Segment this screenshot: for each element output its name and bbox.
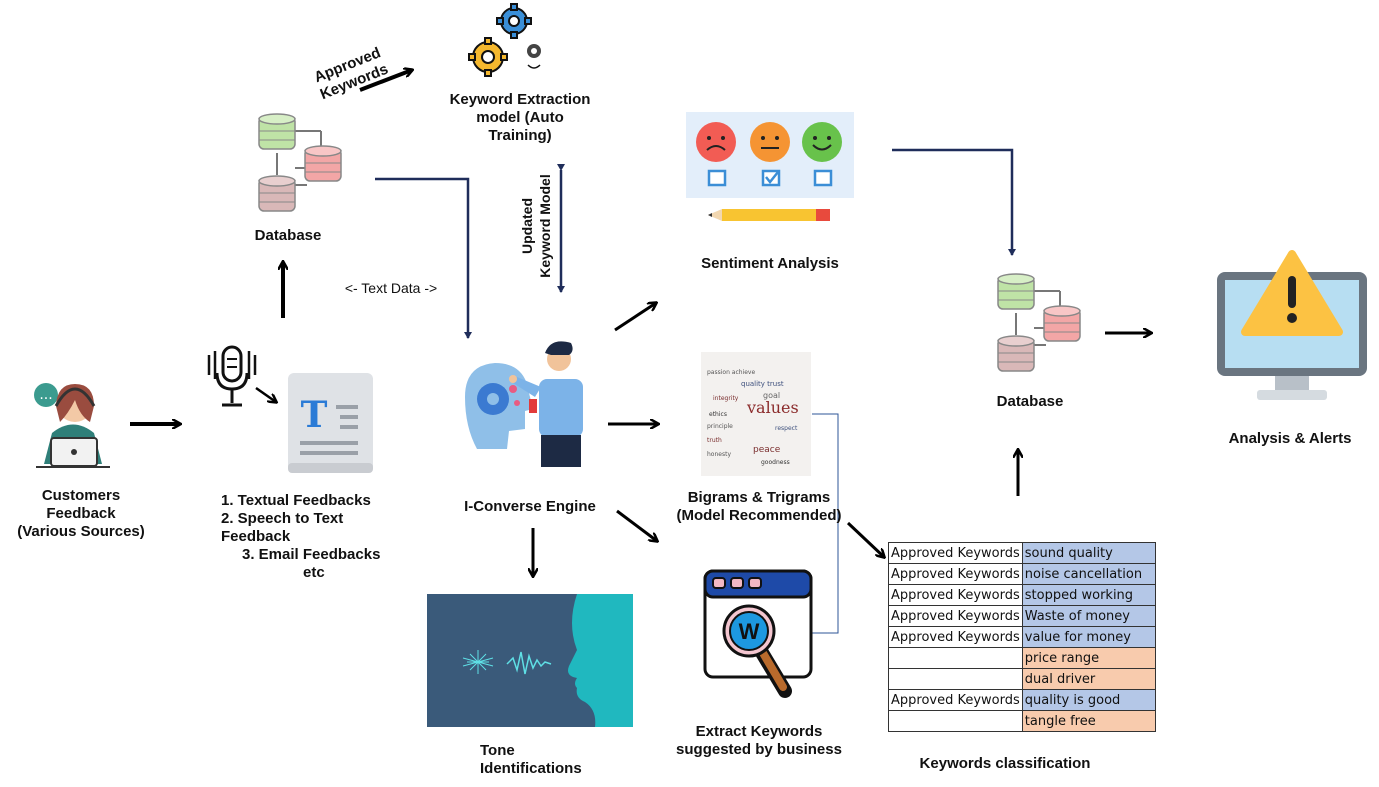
alert-monitor-icon (1217, 250, 1367, 400)
svg-text:truth: truth (707, 437, 722, 444)
word-cloud-icon: passion achieve quality trust integrity … (701, 352, 811, 476)
svg-text:honesty: honesty (707, 451, 731, 458)
table-row: tangle free (888, 710, 1156, 732)
table-row: price range (888, 647, 1156, 669)
keyword-cell: quality is good (1021, 689, 1156, 711)
word-cloud-main-word: values (747, 398, 799, 417)
status-cell: Approved Keywords (888, 563, 1023, 585)
status-cell: Approved Keywords (888, 689, 1023, 711)
status-cell (888, 668, 1023, 690)
sentiment-faces-icon (686, 112, 854, 221)
database-icon-right (997, 273, 1081, 372)
microphone-icon (207, 345, 257, 407)
classification-label: Keywords classification (919, 755, 1091, 772)
keyword-cell: stopped working (1021, 584, 1156, 606)
status-cell (888, 710, 1023, 732)
arrow-engine-to-extract (616, 509, 657, 541)
svg-text:respect: respect (775, 425, 798, 432)
keyword-search-icon: W (703, 569, 813, 698)
keyword-cell: tangle free (1021, 710, 1156, 732)
keyword-cell: dual driver (1021, 668, 1156, 690)
bigrams-label: Bigrams & Trigrams(Model Recommended) (676, 489, 842, 524)
keyword-cell: noise cancellation (1021, 563, 1156, 585)
svg-text:ethics: ethics (709, 411, 727, 418)
database-icon (258, 113, 342, 212)
table-row: dual driver (888, 668, 1156, 690)
status-cell: Approved Keywords (888, 605, 1023, 627)
keyword-cell: Waste of money (1021, 605, 1156, 627)
status-cell: Approved Keywords (888, 584, 1023, 606)
feedback-types-label: 1. Textual Feedbacks 2. Speech to Text F… (221, 492, 381, 581)
tone-voice-icon (427, 594, 633, 727)
arrow-approved-keywords (359, 70, 412, 92)
arrow-engine-to-sentiment (614, 303, 656, 332)
arrow-database-to-engine (375, 177, 472, 339)
arrow-sentiment-to-database (892, 148, 1016, 256)
arrow-mic-to-text (255, 386, 276, 402)
keyword-cell: value for money (1021, 626, 1156, 648)
svg-text:goal: goal (763, 391, 780, 400)
connector-to-table (812, 413, 839, 634)
alerts-label: Analysis & Alerts (1228, 430, 1352, 447)
database-label-right: Database (996, 393, 1064, 410)
engine-label: I-Converse Engine (464, 498, 596, 515)
svg-text:quality trust: quality trust (741, 380, 784, 388)
sentiment-label: Sentiment Analysis (701, 255, 839, 272)
svg-text:peace: peace (753, 445, 781, 455)
keyword-cell: sound quality (1021, 542, 1156, 564)
svg-text:integrity: integrity (713, 395, 739, 402)
customer-support-icon: ... (34, 383, 110, 468)
ai-engine-icon (465, 341, 583, 467)
status-cell: Approved Keywords (888, 542, 1023, 564)
gears-icon (468, 3, 541, 77)
text-data-label: <- Text Data -> (344, 280, 438, 296)
arrow-to-classification (846, 521, 884, 557)
svg-text:principle: principle (707, 423, 733, 430)
svg-text:T: T (301, 394, 328, 436)
database-label-left: Database (254, 227, 322, 244)
text-document-icon: T (288, 373, 373, 473)
svg-text:passion achieve: passion achieve (707, 369, 755, 376)
status-cell: Approved Keywords (888, 626, 1023, 648)
svg-text:goodness: goodness (761, 459, 790, 466)
svg-text:...: ... (39, 387, 52, 403)
svg-text:W: W (739, 619, 760, 644)
keyword-cell: price range (1021, 647, 1156, 669)
status-cell (888, 647, 1023, 669)
